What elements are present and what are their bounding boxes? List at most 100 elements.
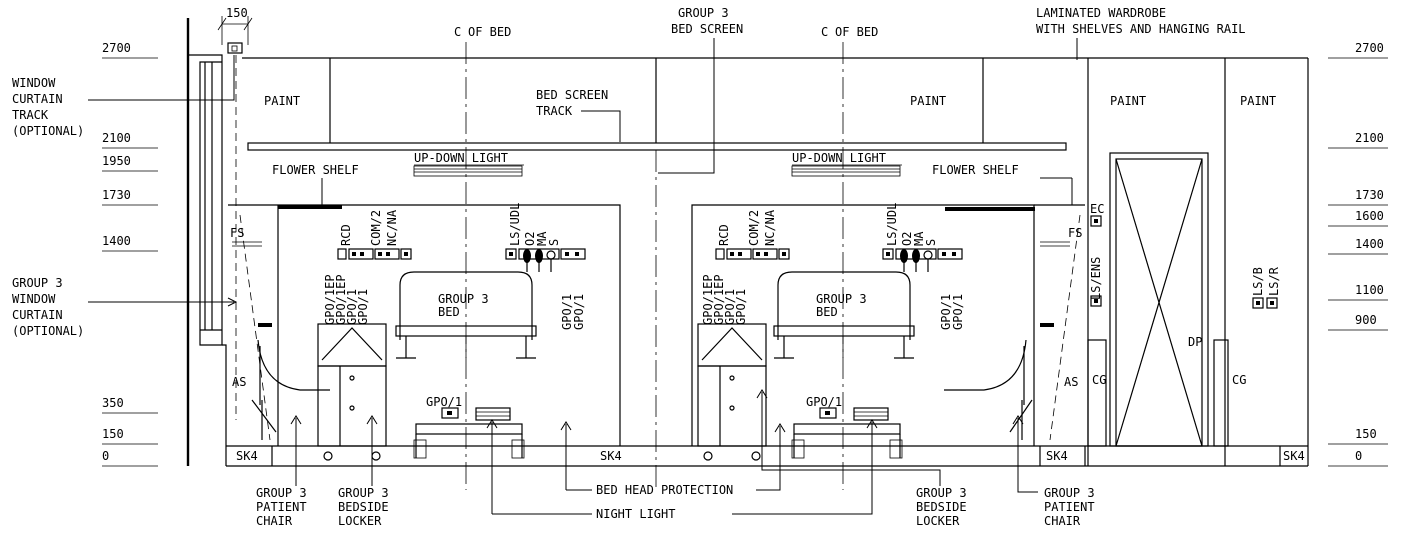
paint-labels: PAINT PAINT PAINT PAINT (264, 94, 1276, 108)
com-label-left: COM/2 (369, 210, 383, 246)
s-label-right: S (924, 239, 938, 246)
top-labels: C OF BED C OF BED GROUP 3 BED SCREEN LAM… (454, 6, 1246, 174)
dp-label: DP (1188, 335, 1202, 349)
bedside-locker-left-3: LOCKER (338, 514, 382, 528)
gpo-left-stack-r-2: GPO/1EP (712, 274, 726, 325)
flower-shelf-label-left: FLOWER SHELF (272, 163, 359, 177)
level-1730-left: 1730 (102, 188, 131, 202)
com-label-right: COM/2 (747, 210, 761, 246)
level-150-left: 150 (102, 427, 124, 441)
level-1400-left: 1400 (102, 234, 131, 248)
levels-right: 2700 2100 1730 1600 1400 1100 900 150 0 (1328, 41, 1388, 467)
rcd-label-right: RCD (717, 224, 731, 246)
paint-label-1: PAINT (264, 94, 300, 108)
centreline-label-left: OF BED (468, 25, 511, 39)
level-2100-right: 2100 (1355, 131, 1384, 145)
window-curtain-track-line-2: CURTAIN (12, 92, 63, 106)
bed-screen-track-callout: BED SCREEN TRACK (536, 88, 621, 142)
ma-label-right: MA (912, 231, 926, 246)
window-curtain-track-line-4: (OPTIONAL) (12, 124, 84, 138)
bed-screen-line-2: BED SCREEN (671, 22, 743, 36)
sk4-label-1: SK4 (236, 449, 258, 463)
level-2100-left: 2100 (102, 131, 131, 145)
level-150-right: 150 (1355, 427, 1377, 441)
as-label-right: AS (1064, 375, 1078, 389)
bed-label-right-2: BED (816, 305, 838, 319)
levels-left: 2700 2100 1950 1730 1400 350 150 0 (102, 41, 158, 467)
ls-udl-label-right: LS/UDL (885, 203, 899, 246)
paint-label-3: PAINT (1110, 94, 1146, 108)
gpo-left-stack-r-1: GPO/1EP (701, 274, 715, 325)
bay-right: RCD COM/2 NC/NA LS/UDL O2 MA S GPO/1EP G… (697, 203, 1082, 461)
level-2700-left: 2700 (102, 41, 131, 55)
fs-label-left: FS (230, 226, 244, 240)
gpo-right-stack-1: GPO/1 (560, 294, 574, 330)
gpo-left-stack-4: GPO/1 (356, 289, 370, 325)
gpo-right-stack-r-2: GPO/1 (951, 294, 965, 330)
bed-screen-track-line-1: BED SCREEN (536, 88, 608, 102)
ls-b-label: LS/B (1251, 267, 1265, 296)
wardrobe-zone: EC LS/ENS DP CG CG LS/B LS/R (1087, 152, 1281, 447)
ls-udl-label-left: LS/UDL (508, 203, 522, 246)
centreline-label-right: OF BED (835, 25, 878, 39)
left-wall: 150 (186, 6, 253, 466)
bed-screen-line-1: GROUP 3 (678, 6, 729, 20)
gpo-left-stack-2: GPO/1EP (334, 274, 348, 325)
bottom-callouts: GROUP 3 PATIENT CHAIR GROUP 3 BEDSIDE LO… (256, 389, 1095, 528)
window-curtain-track-callout: WINDOW CURTAIN TRACK (OPTIONAL) (12, 55, 235, 138)
bed-label-left-1: GROUP 3 (438, 292, 489, 306)
gpo-low-right: GPO/1 (806, 395, 842, 409)
patient-chair-left-2: PATIENT (256, 500, 307, 514)
bed-label-left-2: BED (438, 305, 460, 319)
centre-lines (465, 42, 844, 490)
up-down-lights: UP-DOWN LIGHT UP-DOWN LIGHT (413, 151, 902, 177)
cg-label-right: CG (1232, 373, 1246, 387)
flower-shelves: FLOWER SHELF FLOWER SHELF (272, 163, 1073, 211)
ncna-label-right: NC/NA (763, 209, 777, 246)
room-frame (226, 57, 1309, 467)
paint-label-2: PAINT (910, 94, 946, 108)
bedside-locker-right-2: BEDSIDE (916, 500, 967, 514)
patient-chair-right-1: GROUP 3 (1044, 486, 1095, 500)
sk4-label-4: SK4 (1283, 449, 1305, 463)
gpo-left-stack-r-3: GPO/1 (723, 289, 737, 325)
ec-label: EC (1090, 202, 1104, 216)
window-curtain-line-3: CURTAIN (12, 308, 63, 322)
ls-r-label: LS/R (1267, 266, 1281, 296)
centreline-symbol-right: C (821, 25, 828, 39)
patient-chair-right-2: PATIENT (1044, 500, 1095, 514)
window-curtain-line-4: (OPTIONAL) (12, 324, 84, 338)
window-curtain-callout: GROUP 3 WINDOW CURTAIN (OPTIONAL) (12, 276, 238, 338)
gpo-right-stack-2: GPO/1 (572, 294, 586, 330)
night-light-label: NIGHT LIGHT (596, 507, 675, 521)
flower-shelf-label-right: FLOWER SHELF (932, 163, 1019, 177)
bedside-locker-right-1: GROUP 3 (916, 486, 967, 500)
level-350-left: 350 (102, 396, 124, 410)
sk4-label-3: SK4 (1046, 449, 1068, 463)
window-curtain-line-2: WINDOW (12, 292, 56, 306)
ma-label-left: MA (535, 231, 549, 246)
bed-screen-track-line-2: TRACK (536, 104, 573, 118)
window-curtain-track-line-3: TRACK (12, 108, 49, 122)
level-0-left: 0 (102, 449, 109, 463)
up-down-light-label-right: UP-DOWN LIGHT (792, 151, 886, 165)
skirting-labels: SK4 SK4 SK4 SK4 (236, 449, 1305, 463)
paint-label-4: PAINT (1240, 94, 1276, 108)
level-1600-right: 1600 (1355, 209, 1384, 223)
bedside-locker-left-1: GROUP 3 (338, 486, 389, 500)
centreline-symbol-left: C (454, 25, 461, 39)
window-curtain-track-line-1: WINDOW (12, 76, 56, 90)
level-0-right: 0 (1355, 449, 1362, 463)
patient-chair-left-3: CHAIR (256, 514, 293, 528)
gpo-right-stack-r-1: GPO/1 (939, 294, 953, 330)
gpo-low-left: GPO/1 (426, 395, 462, 409)
cg-label-left: CG (1092, 373, 1106, 387)
gpo-left-stack-1: GPO/1EP (323, 274, 337, 325)
o2-label-left: O2 (523, 232, 537, 246)
level-900-right: 900 (1355, 313, 1377, 327)
as-label-left: AS (232, 375, 246, 389)
wardrobe-line-1: LAMINATED WARDROBE (1036, 6, 1166, 20)
bed-head-protection-label: BED HEAD PROTECTION (596, 483, 733, 497)
